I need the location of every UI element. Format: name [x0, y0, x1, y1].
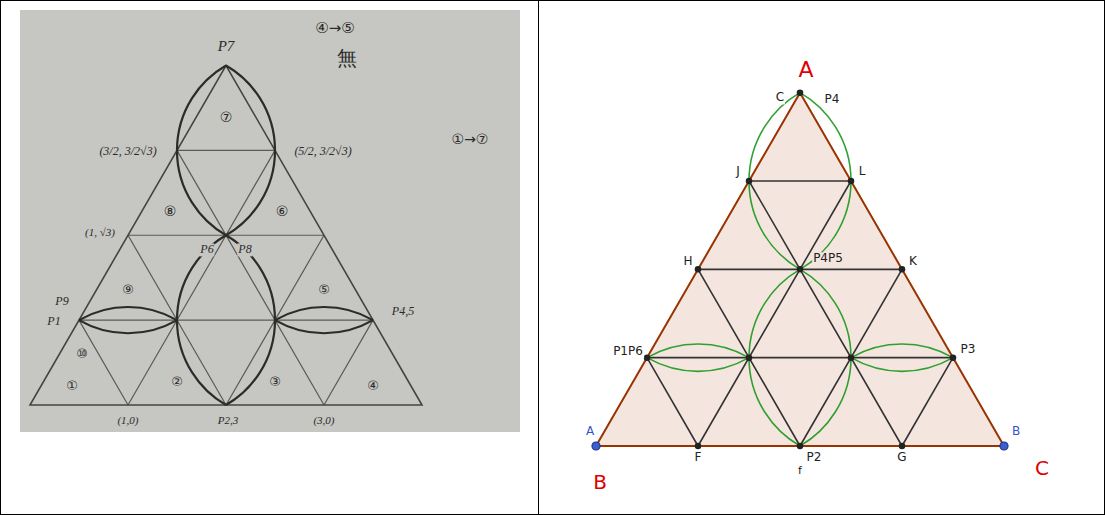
grid-lines: [79, 150, 373, 405]
lens-arcs: [647, 93, 953, 446]
note: 無: [336, 47, 358, 69]
region-number: ⑨: [121, 283, 135, 297]
geogebra-figure: [592, 89, 1008, 450]
point-label: P2: [806, 451, 823, 464]
point-label: C: [775, 91, 785, 104]
note: ①→⑦: [451, 132, 490, 147]
point-label: f: [797, 465, 803, 477]
point-label: F: [694, 451, 703, 464]
region-number: ⑥: [275, 204, 290, 219]
region-number: ⑧: [163, 204, 178, 219]
region-number: ①: [65, 379, 79, 393]
point-label: P8: [237, 243, 252, 256]
region-number: ②: [170, 375, 184, 389]
triangle-outline: [596, 93, 1004, 446]
grid-points: [644, 89, 957, 449]
coordinate-label: (1,0): [116, 414, 139, 426]
point-label: P4P5: [812, 252, 844, 265]
region-number: ④: [366, 379, 380, 393]
paper-photo: [20, 10, 520, 432]
point-label: B: [1011, 425, 1021, 438]
pencil-sketch: [30, 66, 422, 405]
grid-lines: [647, 181, 953, 446]
point-label: P6: [199, 243, 214, 256]
point-label: P3: [960, 343, 977, 356]
point-label: P7: [217, 38, 236, 55]
coordinate-label: (3,0): [312, 414, 335, 426]
point-label: P1P6: [612, 345, 644, 358]
point-label: G: [896, 451, 907, 464]
point-label: A: [585, 425, 595, 438]
point-label: K: [908, 255, 918, 268]
point-label: P2,3: [217, 414, 239, 426]
coordinate-label: (1, √3): [84, 226, 116, 238]
point-label: J: [735, 165, 741, 178]
point-label: P4,5: [391, 305, 415, 318]
vertex-label: B: [592, 471, 608, 493]
region-number: ③: [268, 375, 282, 389]
vertex-label: A: [797, 58, 814, 82]
region-number: ⑦: [219, 110, 234, 125]
base-vertices: [592, 442, 1008, 450]
point-label: L: [858, 165, 867, 178]
point-label: P1: [46, 315, 61, 328]
point-label: P9: [54, 295, 69, 308]
point-label: P4: [824, 93, 841, 106]
coordinate-label: (3/2, 3/2√3): [98, 145, 157, 158]
triangle-outline: [30, 66, 422, 405]
region-number: ⑩: [75, 347, 89, 361]
point-label: H: [682, 255, 693, 268]
note: ④→⑤: [314, 20, 355, 37]
coordinate-label: (5/2, 3/2√3): [293, 145, 352, 158]
triangle-fill: [596, 93, 1004, 446]
lens-arcs: [79, 66, 373, 405]
region-number: ⑤: [317, 283, 331, 297]
vertex-label: C: [1034, 457, 1050, 479]
table-divider: [538, 0, 539, 515]
